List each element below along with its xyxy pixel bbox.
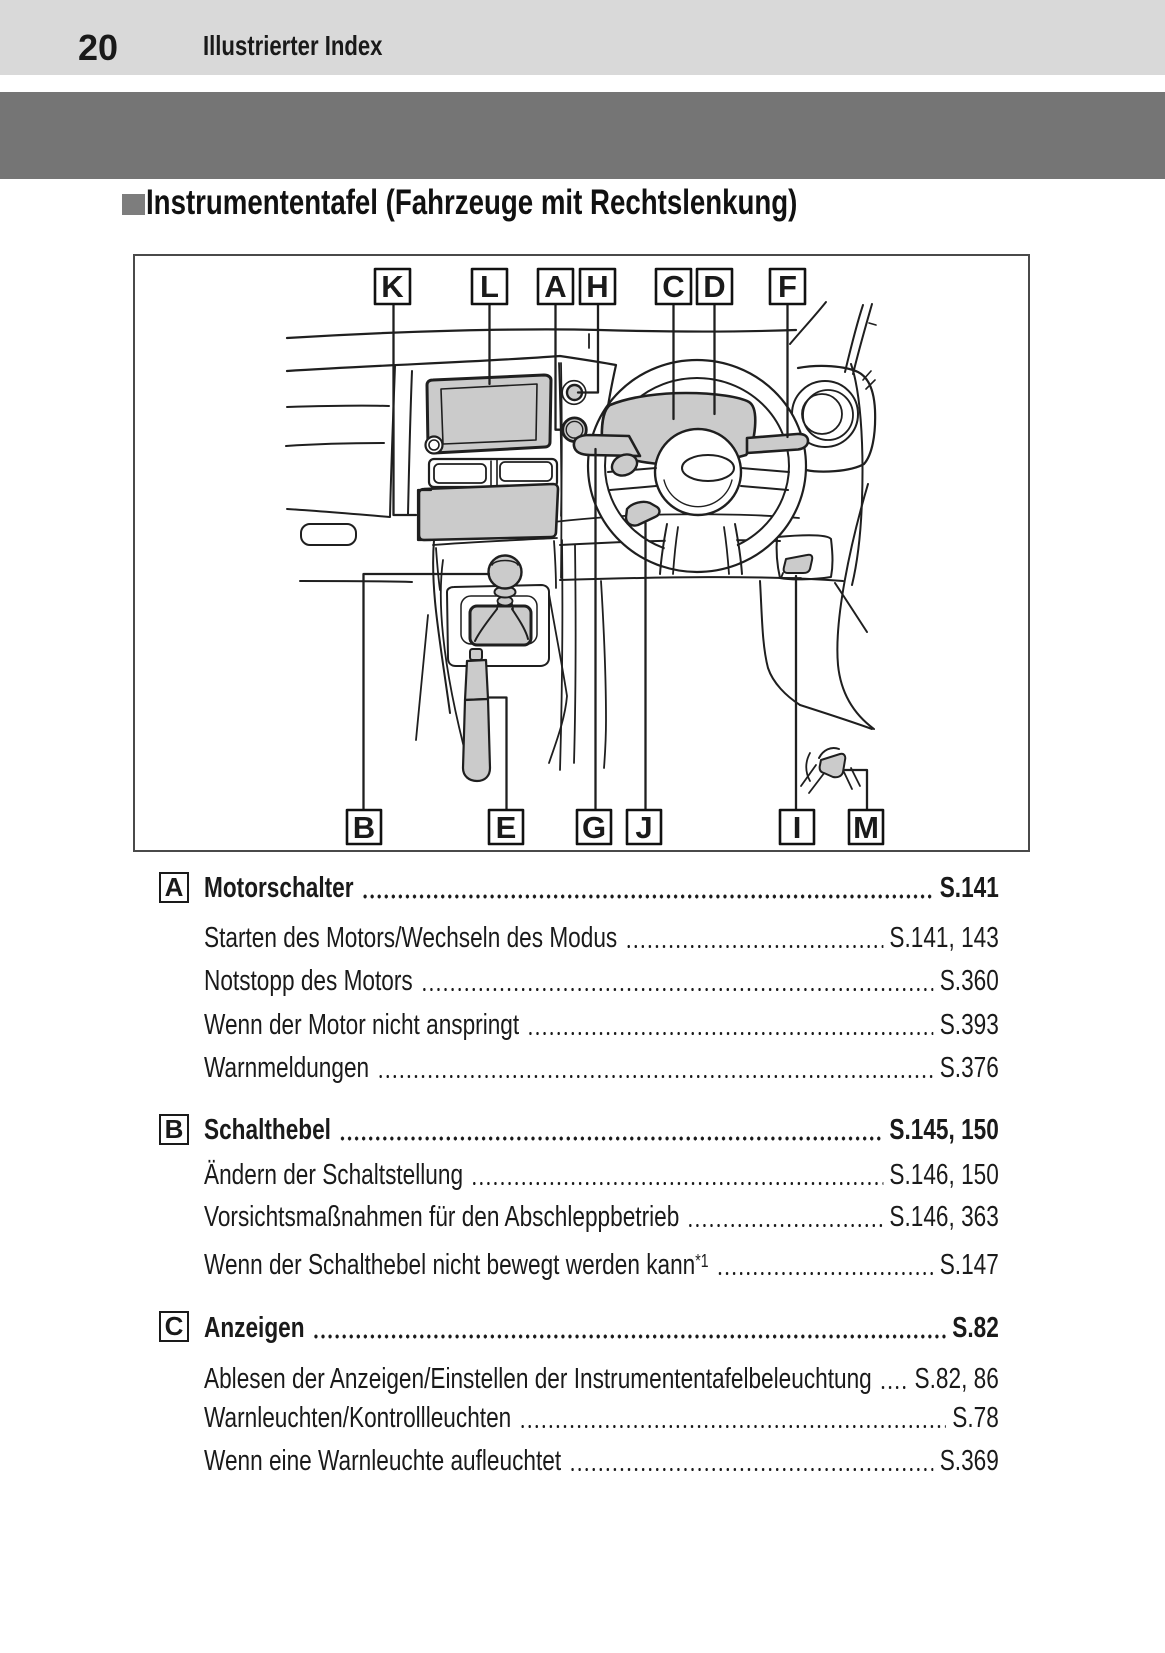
svg-text:K: K [381, 269, 404, 304]
svg-text:A: A [544, 269, 566, 304]
svg-text:L: L [480, 269, 499, 304]
svg-text:E: E [496, 810, 517, 845]
svg-text:J: J [635, 810, 652, 845]
svg-text:I: I [793, 810, 802, 845]
svg-text:F: F [778, 269, 797, 304]
svg-text:G: G [582, 810, 606, 845]
svg-text:H: H [586, 269, 608, 304]
svg-text:B: B [353, 810, 375, 845]
svg-text:C: C [662, 269, 684, 304]
svg-text:D: D [703, 269, 725, 304]
svg-text:M: M [853, 810, 879, 845]
